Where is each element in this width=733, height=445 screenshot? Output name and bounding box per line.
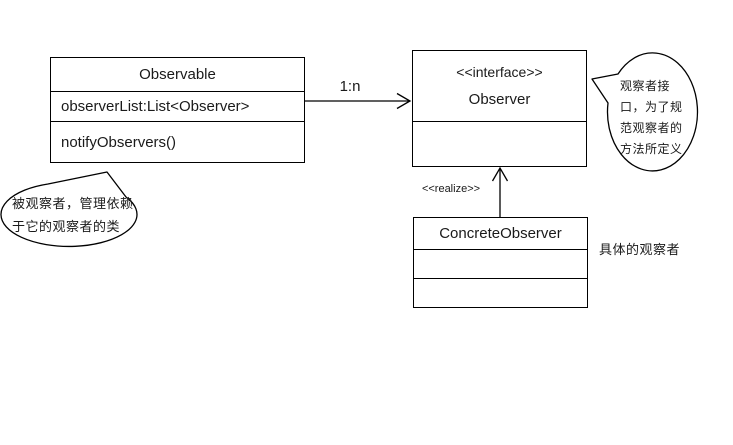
observable-method: notifyObservers() <box>61 133 177 151</box>
observable-attribute-compartment: observerList:List<Observer> <box>51 91 304 121</box>
observer-stereotype: <<interface>> <box>456 64 543 80</box>
observer-empty-compartment <box>413 121 586 166</box>
concrete-observer-attribute-compartment <box>414 249 587 278</box>
association-arrowhead-icon <box>396 92 412 110</box>
class-box-observer: <<interface>> Observer <box>412 50 587 167</box>
observable-method-compartment: notifyObservers() <box>51 121 304 162</box>
realize-arrowhead-icon <box>491 166 509 182</box>
observer-name-compartment: <<interface>> Observer <box>413 51 586 121</box>
concrete-observer-note-text: 具体的观察者 <box>599 242 681 257</box>
observable-attribute: observerList:List<Observer> <box>61 98 250 115</box>
association-multiplicity-label: 1:n <box>339 78 361 95</box>
observable-name-compartment: Observable <box>51 58 304 91</box>
observable-class-name: Observable <box>139 66 216 83</box>
class-box-observable: Observable observerList:List<Observer> n… <box>50 57 305 163</box>
observer-note-bubble <box>591 52 699 172</box>
concrete-observer-name-compartment: ConcreteObserver <box>414 218 587 249</box>
concrete-observer-method-compartment <box>414 278 587 307</box>
observable-note-bubble <box>0 171 138 248</box>
observer-note-text: 观察者接 口，为了规 范观察者的 方法所定义 <box>620 79 683 156</box>
concrete-observer-class-name: ConcreteObserver <box>439 225 562 242</box>
observable-note-text: 被观察者，管理依赖 于它的观察者的类 <box>12 196 134 234</box>
observer-class-name: Observer <box>468 91 531 108</box>
realize-stereotype-label: <<realize>> <box>421 183 481 195</box>
class-box-concrete-observer: ConcreteObserver <box>413 217 588 308</box>
